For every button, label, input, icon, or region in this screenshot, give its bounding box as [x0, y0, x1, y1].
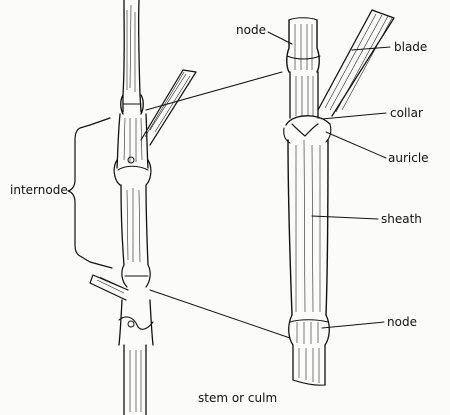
left-stem: [89, 0, 197, 415]
label-auricle: auricle: [388, 151, 429, 165]
leader-sheath: [311, 215, 379, 220]
label-blade: blade: [394, 40, 427, 54]
label-node-bottom: node: [387, 315, 417, 329]
connector-lines: [145, 71, 291, 339]
caption-stem-or-culm: stem or culm: [198, 391, 277, 405]
leader-collar: [321, 112, 387, 120]
leader-blade: [351, 46, 391, 51]
leader-node-bottom: [321, 321, 385, 329]
right-stem: [283, 9, 395, 386]
label-node-top: node: [236, 23, 266, 37]
label-sheath: sheath: [381, 212, 422, 226]
internode-brace: [67, 117, 113, 269]
leader-lines: [267, 31, 391, 329]
leader-auricle: [325, 131, 387, 159]
label-collar: collar: [390, 106, 423, 120]
labels: node blade collar auricle sheath node in…: [10, 23, 429, 405]
label-internode: internode: [10, 183, 68, 197]
leader-node-top: [267, 31, 293, 45]
